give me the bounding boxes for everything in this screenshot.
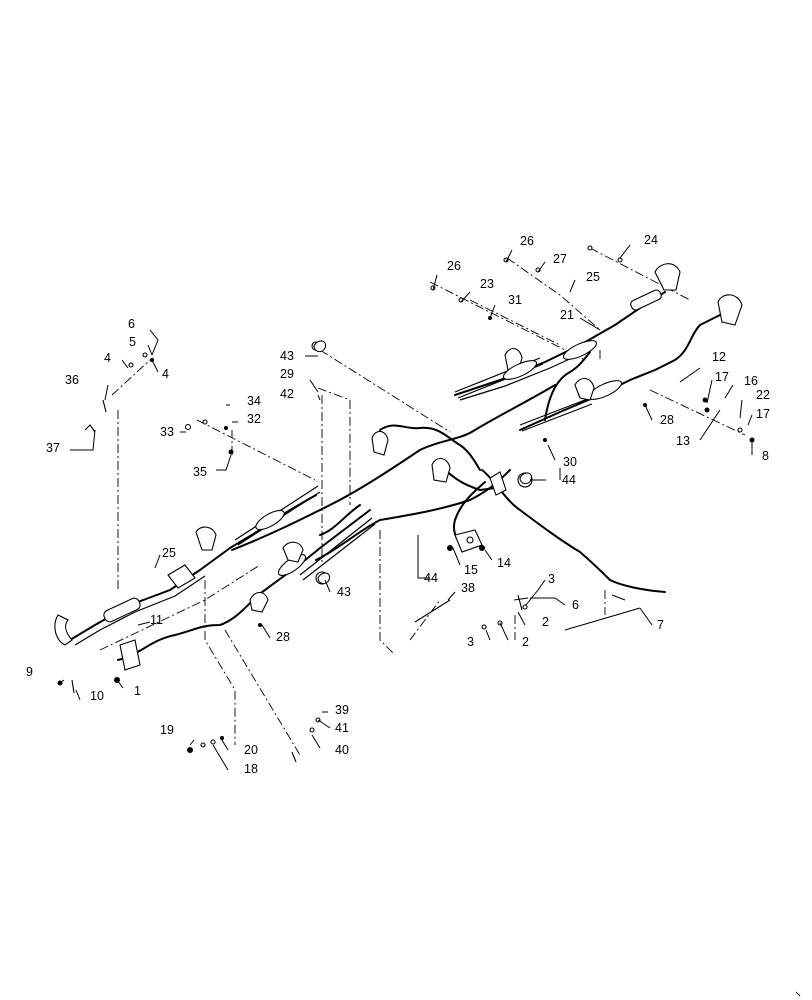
- callout-18: 18: [244, 762, 258, 776]
- callout-12: 12: [712, 350, 726, 364]
- corner-mark: [795, 991, 801, 997]
- callout-4: 4: [104, 351, 111, 365]
- callout-16: 16: [744, 374, 758, 388]
- callout-43: 43: [280, 349, 294, 363]
- harness-wires: [69, 291, 721, 661]
- leader-lines: [59, 244, 753, 771]
- callout-28: 28: [660, 413, 674, 427]
- callout-35: 35: [193, 465, 207, 479]
- callout-41: 41: [335, 721, 349, 735]
- callout-10: 10: [90, 689, 104, 703]
- callout-6: 6: [128, 317, 135, 331]
- callout-4: 4: [162, 367, 169, 381]
- callout-27: 27: [553, 252, 567, 266]
- callout-34: 34: [247, 394, 261, 408]
- callout-44: 44: [424, 571, 438, 585]
- callout-36: 36: [65, 373, 79, 387]
- callout-3: 3: [467, 635, 474, 649]
- callout-21: 21: [560, 308, 574, 322]
- callout-labels: 1 2 2 3 3 4 4 5 6 6 7 8 9 10 11 12 13 14…: [26, 233, 770, 776]
- callout-23: 23: [480, 277, 494, 291]
- callout-30: 30: [563, 455, 577, 469]
- callout-2: 2: [542, 615, 549, 629]
- callout-40: 40: [335, 743, 349, 757]
- callout-25: 25: [162, 546, 176, 560]
- callout-39: 39: [335, 703, 349, 717]
- assembly-lines: [99, 247, 746, 756]
- hardware: [57, 245, 755, 763]
- callout-14: 14: [497, 556, 511, 570]
- callout-7: 7: [657, 618, 664, 632]
- callout-42: 42: [280, 387, 294, 401]
- callout-6: 6: [572, 598, 579, 612]
- callout-31: 31: [508, 293, 522, 307]
- callout-25: 25: [586, 270, 600, 284]
- callout-11: 11: [150, 613, 163, 627]
- callout-17: 17: [715, 370, 729, 384]
- callout-3: 3: [548, 572, 555, 586]
- callout-19: 19: [160, 723, 174, 737]
- callout-5: 5: [129, 335, 136, 349]
- callout-8: 8: [762, 449, 769, 463]
- callout-38: 38: [461, 581, 475, 595]
- callout-32: 32: [247, 412, 261, 426]
- callout-20: 20: [244, 743, 258, 757]
- callout-24: 24: [644, 233, 658, 247]
- callout-43: 43: [337, 585, 351, 599]
- callout-29: 29: [280, 367, 294, 381]
- callout-22: 22: [756, 388, 770, 402]
- callout-15: 15: [464, 563, 478, 577]
- callout-44: 44: [562, 473, 576, 487]
- callout-13: 13: [676, 434, 690, 448]
- callout-26: 26: [520, 234, 534, 248]
- components: [54, 263, 743, 671]
- callout-33: 33: [160, 425, 174, 439]
- callout-2: 2: [522, 635, 529, 649]
- callout-28: 28: [276, 630, 290, 644]
- callout-17: 17: [756, 407, 770, 421]
- callout-26: 26: [447, 259, 461, 273]
- callout-9: 9: [26, 665, 33, 679]
- callout-37: 37: [46, 441, 60, 455]
- callout-1: 1: [134, 684, 141, 698]
